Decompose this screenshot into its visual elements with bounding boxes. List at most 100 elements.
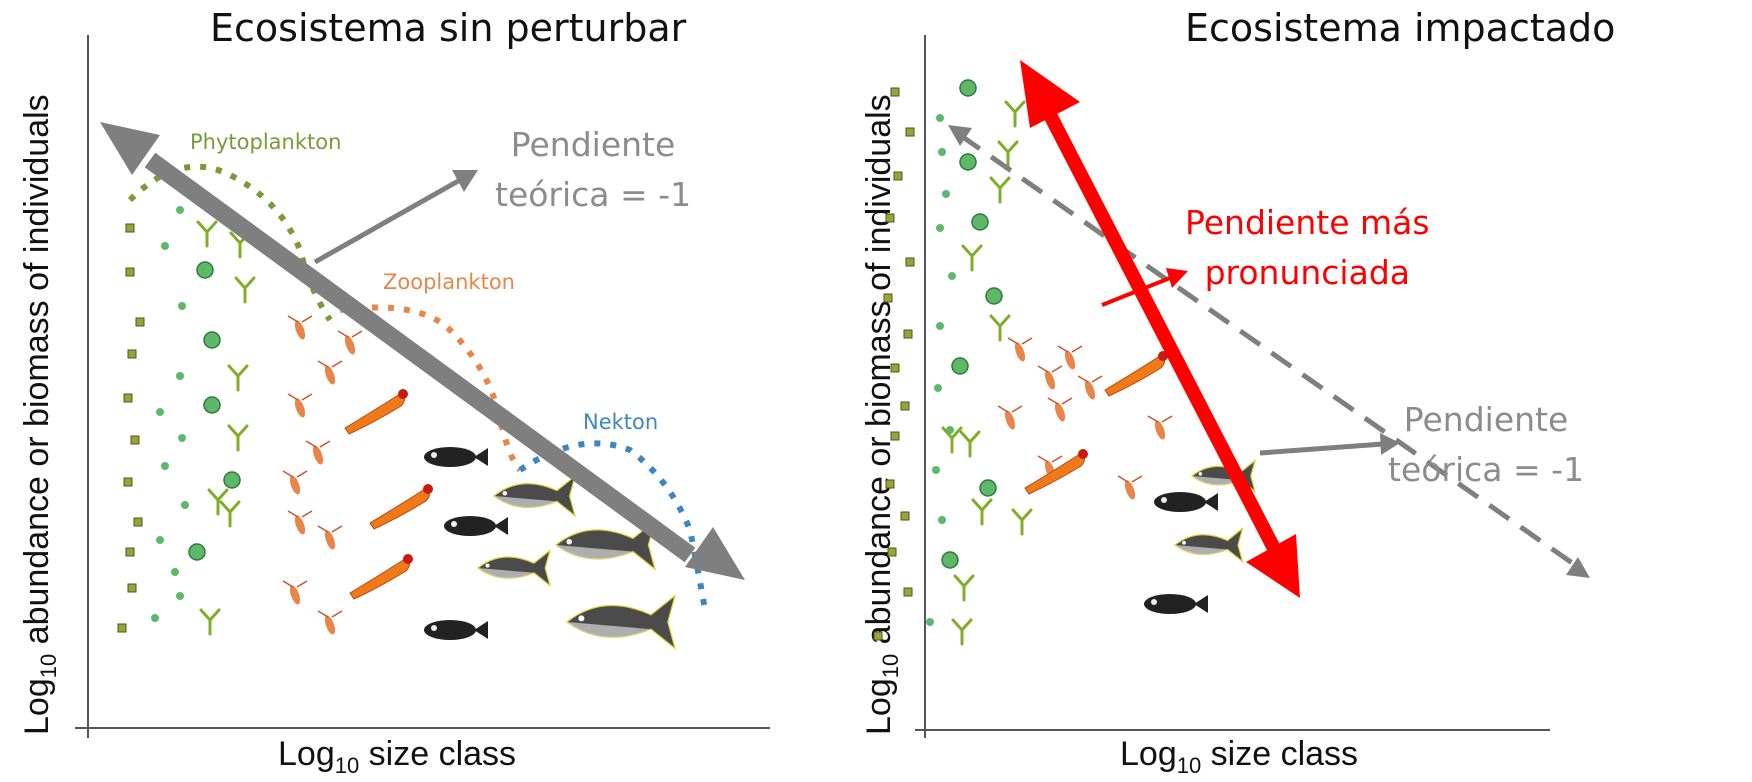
copepod-antennae-icon [305,440,331,448]
dinoflagellate-icon [1004,100,1026,128]
copepod-antennae-icon [1117,475,1143,483]
theoretical-slope-arrow [100,122,745,580]
diatom-sphere-icon [959,79,977,97]
diatom-sphere-icon [979,479,997,497]
krill-icon [1024,451,1086,495]
copepod-icon [324,365,336,385]
copepod-icon [289,585,301,605]
diagram-left [75,35,770,738]
phytoplankton-cell-icon [130,435,140,445]
tuna-belly-icon [1192,476,1241,485]
label-zooplankton: Zooplankton [383,270,515,294]
copepod-antennae-icon [1147,415,1173,423]
diatom-sphere-icon [203,396,221,414]
phytoplankton-dot-icon [156,408,164,416]
phytoplankton-dot-icon [178,434,186,442]
copepod-antennae-icon [317,610,343,618]
phytoplankton-cell-icon [135,317,145,327]
phytoplankton-cell-icon [123,477,133,487]
dinoflagellate-icon [1011,508,1033,536]
copepod-icon [1064,350,1076,370]
copepod-icon [294,515,306,535]
phytoplankton-cell-icon [123,393,133,403]
copepod-antennae-icon [1007,337,1033,345]
krill-head-icon [423,484,433,494]
lanternfish-eye-icon [1161,497,1167,503]
lanternfish-eye-icon [1151,599,1157,605]
steeper-slope-arrow [1020,60,1300,598]
phytoplankton-cell-icon [905,257,915,267]
phytoplankton-cell-icon [127,583,137,593]
phytoplankton-cell-icon [893,171,903,181]
red-callout-arrowhead [1166,268,1188,288]
copepod-icon [312,445,324,465]
lanternfish-tail-icon [1204,493,1218,511]
grey-callout-arrow [1259,441,1384,456]
copepod-antennae-icon [337,330,363,338]
tuna-eye-icon [502,491,508,496]
x-axis-label: Log10 size class [1120,735,1359,778]
dinoflagellate-icon [219,500,241,528]
tuna-icon [566,593,677,651]
panel-title: Ecosistema sin perturbar [210,6,687,50]
copepod-icon [324,615,336,635]
diatom-sphere-icon [223,471,241,489]
copepod-icon [289,475,301,495]
krill-head-icon [403,554,413,564]
panel-impacted: Ecosistema impactado Log10 abundance or … [860,0,1752,782]
tuna-icon [1174,526,1244,564]
diagram-right [873,35,1590,738]
copepod-antennae-icon [1037,455,1063,463]
phytoplankton-dot-icon [161,462,169,470]
copepod-antennae-icon [1057,345,1083,353]
copepod-icon [1154,420,1166,440]
krill-icon [1104,353,1166,397]
copepod-antennae-icon [1047,397,1073,405]
lanternfish-eye-icon [431,625,437,631]
phytoplankton-dot-icon [176,372,184,380]
lanternfish-icon [1154,492,1206,512]
tuna-eye-icon [578,615,585,622]
dinoflagellate-icon [196,220,218,248]
copepod-antennae-icon [317,360,343,368]
lanternfish-tail-icon [494,517,508,535]
phytoplankton-dot-icon [178,302,186,310]
diatom-sphere-icon [959,153,977,171]
dinoflagellate-icon [199,608,221,636]
lanternfish-tail-icon [474,621,488,639]
note-steeper-slope: Pendiente más pronunciada [1185,203,1430,292]
phytoplankton-cell-icon [885,479,895,489]
dinoflagellate-icon [971,498,993,526]
copepod-icon [344,335,356,355]
phytoplankton-dot-icon [938,148,946,156]
copepod-antennae-icon [287,393,313,401]
phytoplankton-curve [127,163,333,322]
phytoplankton-cell-icon [133,517,143,527]
phytoplankton-cell-icon [903,329,913,339]
lanternfish-icon [1144,594,1196,614]
copepod-antennae-icon [1077,375,1103,383]
tuna-belly-icon [556,545,633,560]
callout-arrow [313,177,462,265]
phytoplankton-dot-icon [156,536,164,544]
copepod-antennae-icon [1037,365,1063,373]
tuna-icon [477,548,552,588]
diatom-sphere-icon [951,357,969,375]
label-nekton: Nekton [583,410,659,434]
lanternfish-tail-icon [474,448,488,466]
phytoplankton-dot-icon [936,224,944,232]
copepod-icon [1084,380,1096,400]
copepod-antennae-icon [287,315,313,323]
dinoflagellate-icon [953,574,975,602]
phytoplankton-cell-icon [890,87,900,97]
phytoplankton-dot-icon [151,614,159,622]
dinoflagellate-icon [951,618,973,646]
x-axis-label: Log10 size class [278,735,517,778]
tuna-icon [493,474,577,518]
krill-head-icon [398,389,408,399]
phytoplankton-dot-icon [176,592,184,600]
zooplankton-curve [339,304,523,473]
phytoplankton-dot-icon [181,501,189,509]
copepod-icon [1014,342,1026,362]
phytoplankton-dot-icon [938,516,946,524]
